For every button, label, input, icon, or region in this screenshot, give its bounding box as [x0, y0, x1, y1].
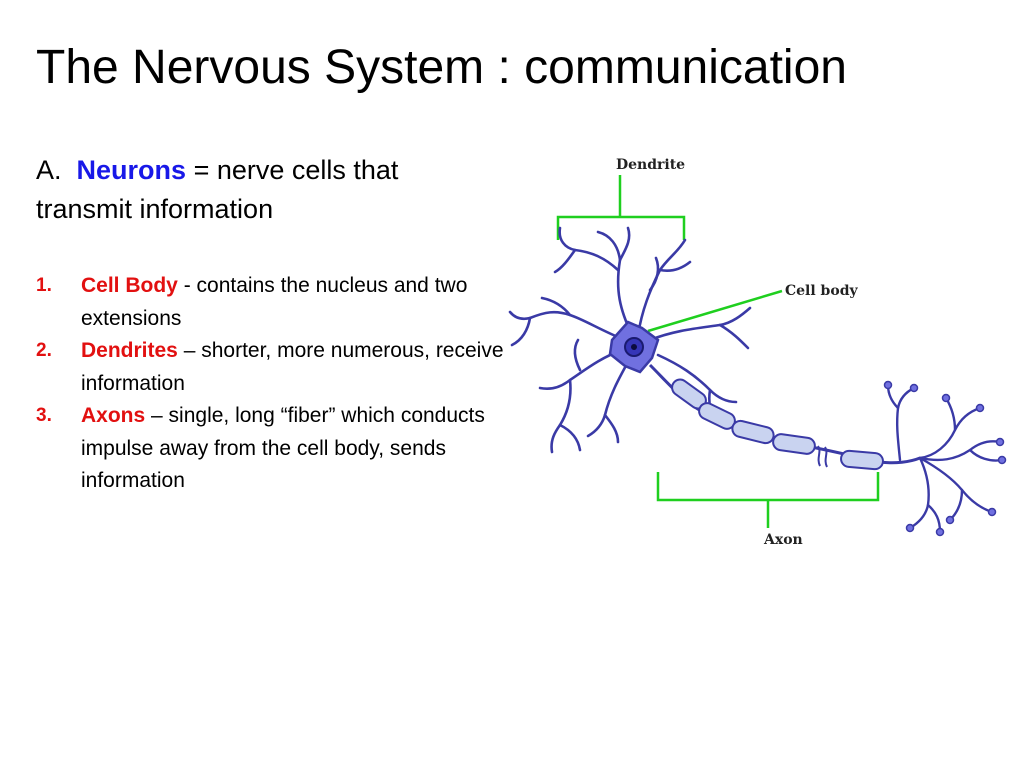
- cell-body-pointer: [647, 289, 783, 333]
- neurons-term: Neurons: [76, 155, 187, 185]
- page-title: The Nervous System : communication: [36, 41, 847, 94]
- axon-bracket: [656, 472, 880, 528]
- item-term: Axons: [81, 404, 146, 427]
- list-item-axons: 3. Axons – single, long “fiber” which co…: [36, 400, 516, 498]
- item-number: 3.: [36, 405, 52, 426]
- item-term: Dendrites: [81, 339, 178, 362]
- intro-definition-line2: transmit information: [36, 194, 274, 224]
- list-item-dendrites: 2. Dendrites – shorter, more numerous, r…: [36, 335, 516, 400]
- item-term: Cell Body: [81, 274, 178, 297]
- neuron-diagram: Dendrite Cell body: [508, 157, 1007, 548]
- item-description: – single, long “fiber” which conducts im…: [81, 404, 485, 492]
- myelin-sheath: [671, 378, 884, 471]
- cell-body-label: Cell body: [785, 283, 858, 299]
- dendrite-label: Dendrite: [616, 157, 685, 173]
- axon-break-marks: [817, 445, 828, 468]
- dendrite-bracket: [556, 175, 686, 240]
- dendrite-branches: [508, 226, 752, 454]
- item-description: – shorter, more numerous, receive inform…: [81, 339, 504, 395]
- item-description: - contains the nucleus and two extension…: [81, 274, 468, 330]
- neuron-parts-list: 1. Cell Body - contains the nucleus and …: [36, 270, 516, 498]
- axon-terminal: [886, 383, 1004, 534]
- intro-definition-line1: = nerve cells that: [193, 155, 399, 185]
- axon-label: Axon: [763, 532, 803, 548]
- item-number: 2.: [36, 340, 52, 361]
- axon-terminal-boutons: [883, 380, 1007, 537]
- intro-prefix: A.: [36, 155, 62, 185]
- list-item-cell-body: 1. Cell Body - contains the nucleus and …: [36, 270, 516, 335]
- intro-text: A. Neurons = nerve cells that transmit i…: [36, 151, 516, 229]
- nucleolus: [631, 344, 637, 350]
- item-number: 1.: [36, 275, 52, 296]
